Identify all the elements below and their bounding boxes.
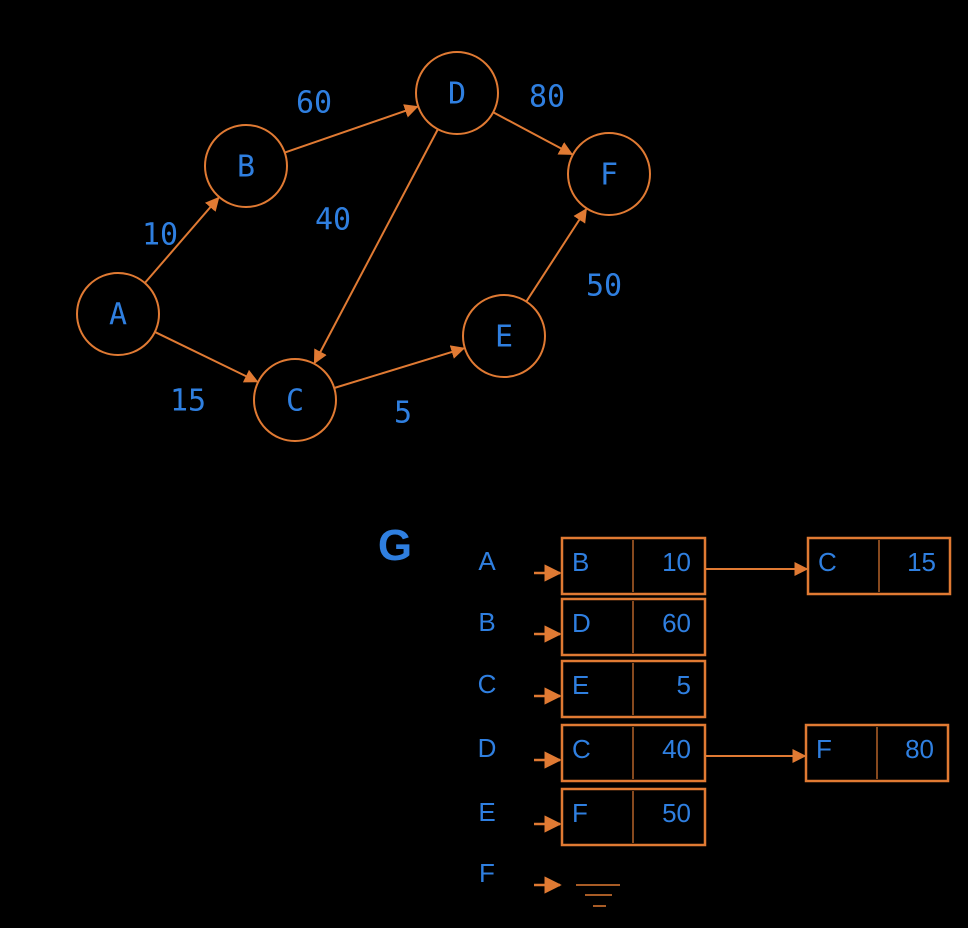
list-node: B 10 — [560, 536, 707, 596]
list-node: F 80 — [804, 723, 950, 783]
vertex-label: D — [478, 733, 497, 763]
node-label: F — [600, 158, 618, 193]
list-node-weight: 15 — [907, 547, 936, 577]
edge-c-e — [333, 345, 466, 389]
edge-a-c — [154, 331, 259, 383]
node-circle — [462, 294, 546, 378]
list-node-box — [560, 659, 707, 719]
list-node-target: B — [572, 547, 589, 577]
list-node-target: F — [816, 734, 832, 764]
edge-weight-label: 5 — [394, 396, 412, 431]
edge-weight-label: 10 — [142, 218, 178, 253]
node-circle — [253, 358, 337, 442]
node-b: B — [204, 124, 288, 208]
list-node: D 60 — [560, 597, 707, 657]
list-node-weight: 60 — [662, 608, 691, 638]
list-node-weight: 10 — [662, 547, 691, 577]
list-row-e: E F 50 — [478, 787, 707, 847]
ground-icon — [576, 884, 620, 907]
node-c: C — [253, 358, 337, 442]
edge-e-f — [525, 208, 587, 303]
vertex-label: F — [479, 858, 495, 888]
edge-weight-label: 60 — [296, 86, 332, 121]
edge-a-b — [144, 196, 220, 284]
graph-title: G — [378, 521, 412, 570]
vertex-label: C — [478, 669, 497, 699]
list-node-weight: 50 — [662, 798, 691, 828]
edge-weight-label: 80 — [529, 80, 565, 115]
vertex-label: B — [478, 607, 495, 637]
node-f: F — [567, 132, 651, 216]
node-circle — [204, 124, 288, 208]
node-label: C — [286, 384, 304, 419]
list-row-f: F — [479, 858, 620, 907]
node-e: E — [462, 294, 546, 378]
edge-b-d — [284, 104, 419, 154]
list-node-target: C — [572, 734, 591, 764]
node-label: A — [109, 298, 127, 333]
list-row-d: D C 40 F 80 — [478, 723, 950, 783]
list-node-target: C — [818, 547, 837, 577]
edge-weight-label: 15 — [170, 384, 206, 419]
list-node-box — [560, 723, 707, 783]
list-node-weight: 40 — [662, 734, 691, 764]
node-label: E — [495, 320, 513, 355]
edge-d-c — [313, 128, 439, 365]
list-node: C 15 — [806, 536, 952, 596]
edge-weight-label: 40 — [315, 203, 351, 238]
list-node-target: F — [572, 798, 588, 828]
vertex-label: E — [478, 797, 495, 827]
graph: 10 15 60 40 80 5 50A B C D E F — [76, 51, 651, 442]
vertex-label: A — [478, 546, 496, 576]
list-node-target: E — [572, 670, 589, 700]
list-row-a: A B 10 C 15 — [478, 536, 952, 596]
list-node-weight: 80 — [905, 734, 934, 764]
list-row-b: B D 60 — [478, 597, 707, 657]
list-node-weight: 5 — [677, 670, 691, 700]
node-circle — [76, 272, 160, 356]
node-label: D — [448, 77, 466, 112]
list-node-box — [560, 787, 707, 847]
list-node-box — [560, 536, 707, 596]
node-circle — [415, 51, 499, 135]
edge-d-f — [492, 111, 574, 156]
node-a: A — [76, 272, 160, 356]
list-node-box — [560, 597, 707, 657]
edge-weight-label: 50 — [586, 269, 622, 304]
node-circle — [567, 132, 651, 216]
node-label: B — [237, 150, 255, 185]
node-d: D — [415, 51, 499, 135]
list-node: F 50 — [560, 787, 707, 847]
list-node: C 40 — [560, 723, 707, 783]
list-node-target: D — [572, 608, 591, 638]
